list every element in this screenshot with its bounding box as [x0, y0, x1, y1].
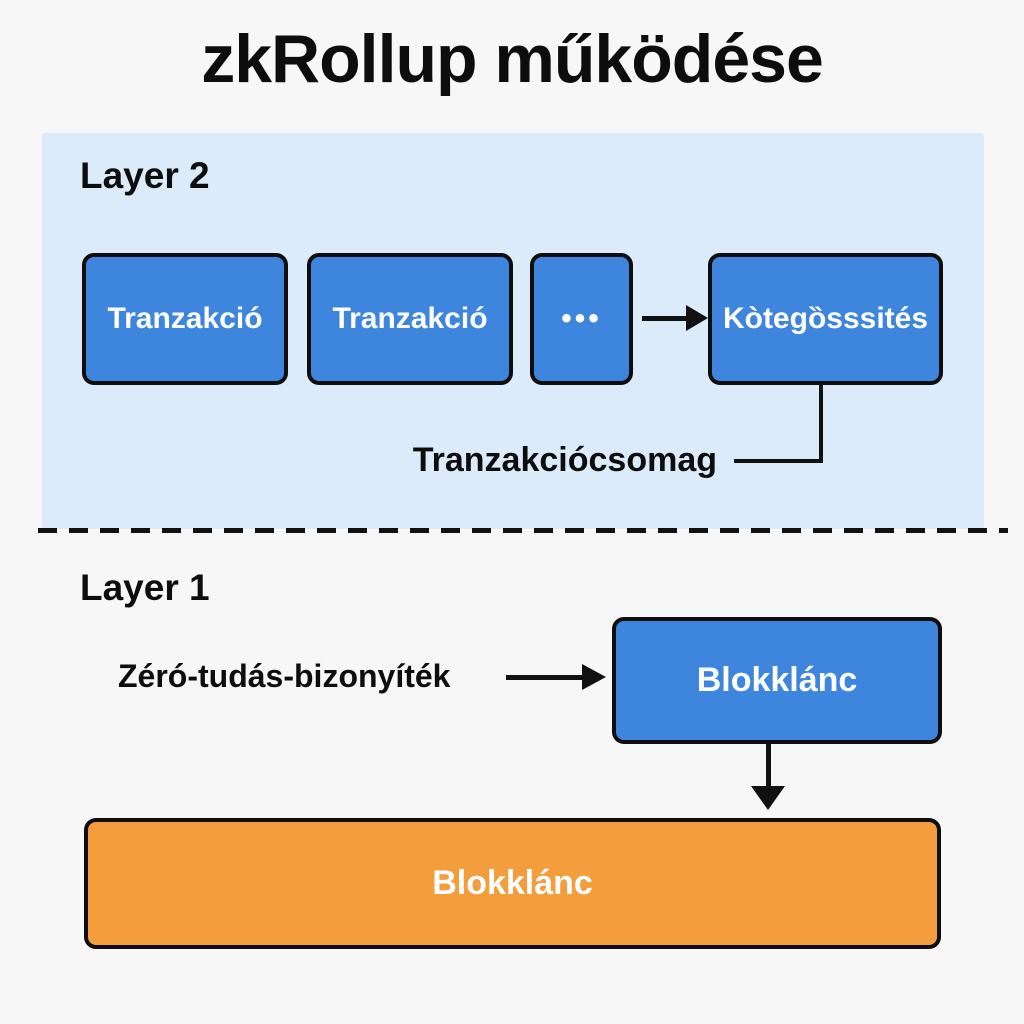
bundle-connector-horizontal: [734, 459, 823, 463]
batch-aggregation-label: Kòtegȍsssités: [722, 302, 929, 335]
transaction-box-2: Tranzakció: [307, 253, 513, 385]
transaction-bundle-label: Tranzakciócsomag: [412, 441, 717, 479]
ellipsis-icon: •••: [561, 302, 602, 335]
layer-separator-dashed-line: [38, 528, 1008, 533]
transaction-box-1: Tranzakció: [82, 253, 288, 385]
main-blockchain-box: Blokklánc: [84, 818, 941, 949]
diagram-title: zkRollup működése: [201, 21, 824, 97]
arrow-proof-head-icon: [582, 664, 606, 690]
layer2-label: Layer 2: [80, 155, 210, 196]
arrow-down-head-icon: [751, 786, 785, 810]
transaction-box-1-label: Tranzakció: [107, 302, 263, 335]
layer1-blockchain-label: Blokklánc: [696, 661, 858, 699]
layer1-label: Layer 1: [80, 567, 210, 608]
main-blockchain-label: Blokklánc: [432, 864, 593, 902]
zero-knowledge-proof-label: Zéró-tudás-bizonyíték: [118, 658, 451, 694]
transaction-box-2-label: Tranzakció: [332, 302, 488, 335]
arrow-to-batch-head-icon: [686, 305, 708, 331]
layer1-blockchain-box: Blokklánc: [612, 617, 942, 744]
ellipsis-box: •••: [530, 253, 633, 385]
batch-aggregation-box: Kòtegȍsssités: [708, 253, 943, 385]
bundle-connector-vertical: [819, 385, 823, 463]
arrow-down-line: [766, 744, 771, 788]
arrow-to-batch-line: [642, 316, 688, 321]
arrow-proof-line: [506, 675, 582, 680]
